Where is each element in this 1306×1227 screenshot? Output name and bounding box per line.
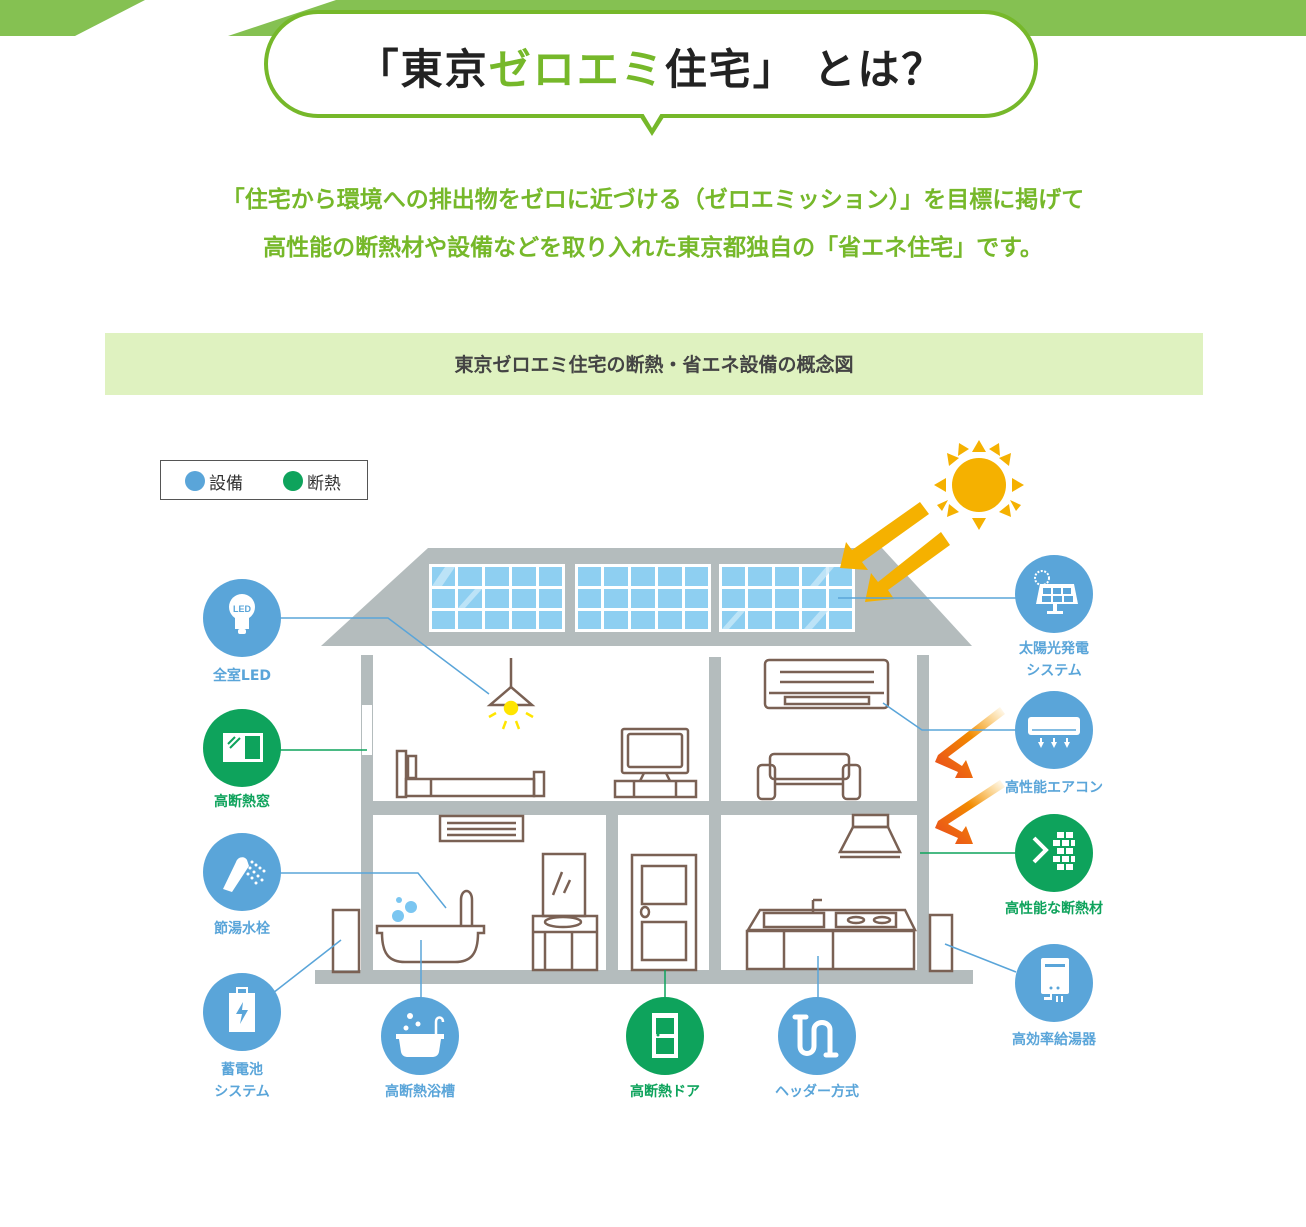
feature-label-door: 高断熱ドア xyxy=(630,1084,700,1100)
feature-label-water-heater: 高効率給湯器 xyxy=(1012,1032,1096,1048)
water-heater-icon xyxy=(1041,958,1069,1002)
led-bulb-icon xyxy=(229,594,255,634)
pipe-icon xyxy=(792,1014,839,1058)
feature-label-battery-1: 蓄電池 xyxy=(221,1062,263,1078)
bathtub-feature xyxy=(381,997,459,1075)
battery-icon xyxy=(229,987,255,1032)
led-feature: LED xyxy=(203,579,281,657)
furniture xyxy=(331,658,954,974)
air-conditioner-icon xyxy=(1028,717,1080,748)
legend-equipment-dot-icon xyxy=(185,471,205,491)
door-icon xyxy=(652,1013,678,1058)
feature-label-battery-2: システム xyxy=(214,1084,270,1100)
feature-label-solar-1: 太陽光発電 xyxy=(1019,641,1089,657)
door-feature xyxy=(626,997,704,1075)
shower-icon xyxy=(223,857,266,892)
feature-label-aircon: 高性能エアコン xyxy=(1005,780,1103,796)
feature-label-header-pipe: ヘッダー方式 xyxy=(775,1084,859,1100)
section-title: 東京ゼロエミ住宅の断熱・省エネ設備の概念図 xyxy=(454,354,854,376)
bathtub-icon xyxy=(396,1013,445,1057)
bath-bubbles xyxy=(392,897,417,922)
solar-feature xyxy=(1015,555,1093,633)
feature-label-solar-2: システム xyxy=(1026,663,1082,679)
feature-label-led: 全室LED xyxy=(212,668,272,684)
insulation-feature xyxy=(1015,814,1093,892)
sun-icon xyxy=(934,440,1024,530)
legend-insulation-dot-icon xyxy=(283,471,303,491)
section-header xyxy=(105,333,1203,395)
feature-label-window: 高断熱窓 xyxy=(214,794,270,810)
water-heater-feature xyxy=(1015,944,1093,1022)
aircon-feature xyxy=(1015,691,1093,769)
battery-feature xyxy=(203,973,281,1051)
house-frame xyxy=(315,655,973,984)
title-accent: ゼロエミ xyxy=(488,45,665,94)
connector-lines xyxy=(272,597,1017,998)
legend: 設備 断熱 xyxy=(160,460,368,500)
solar-panel-icon xyxy=(1034,570,1078,614)
faucet-feature xyxy=(203,833,281,911)
window-in-wall xyxy=(362,705,372,755)
insulation-wall-icon xyxy=(1032,832,1075,870)
lead-line-2: 高性能の断熱材や設備などを取り入れた東京都独自の「省エネ住宅」です。 xyxy=(263,235,1043,261)
legend-insulation-label: 断熱 xyxy=(307,474,341,494)
sunlight-arrows xyxy=(840,502,950,602)
lead-line-1: 「住宅から環境への排出物をゼロに近づける（ゼロエミッション）」を目標に掲げて xyxy=(221,187,1085,213)
solar-panels xyxy=(429,564,855,632)
feature-label-bathtub: 高断熱浴槽 xyxy=(385,1084,455,1100)
window-feature xyxy=(203,709,281,787)
feature-label-faucet: 節湯水栓 xyxy=(214,921,270,937)
lamp-light xyxy=(488,700,534,730)
header-pipe-feature xyxy=(778,997,856,1075)
page-title: 「東京ゼロエミ住宅」 とは？ xyxy=(356,45,946,94)
heat-arrows xyxy=(935,707,1005,844)
feature-label-insulation: 高性能な断熱材 xyxy=(1005,901,1103,917)
svg-text:LED: LED xyxy=(233,604,252,614)
legend-equipment-label: 設備 xyxy=(209,474,243,494)
window-icon xyxy=(223,733,263,762)
